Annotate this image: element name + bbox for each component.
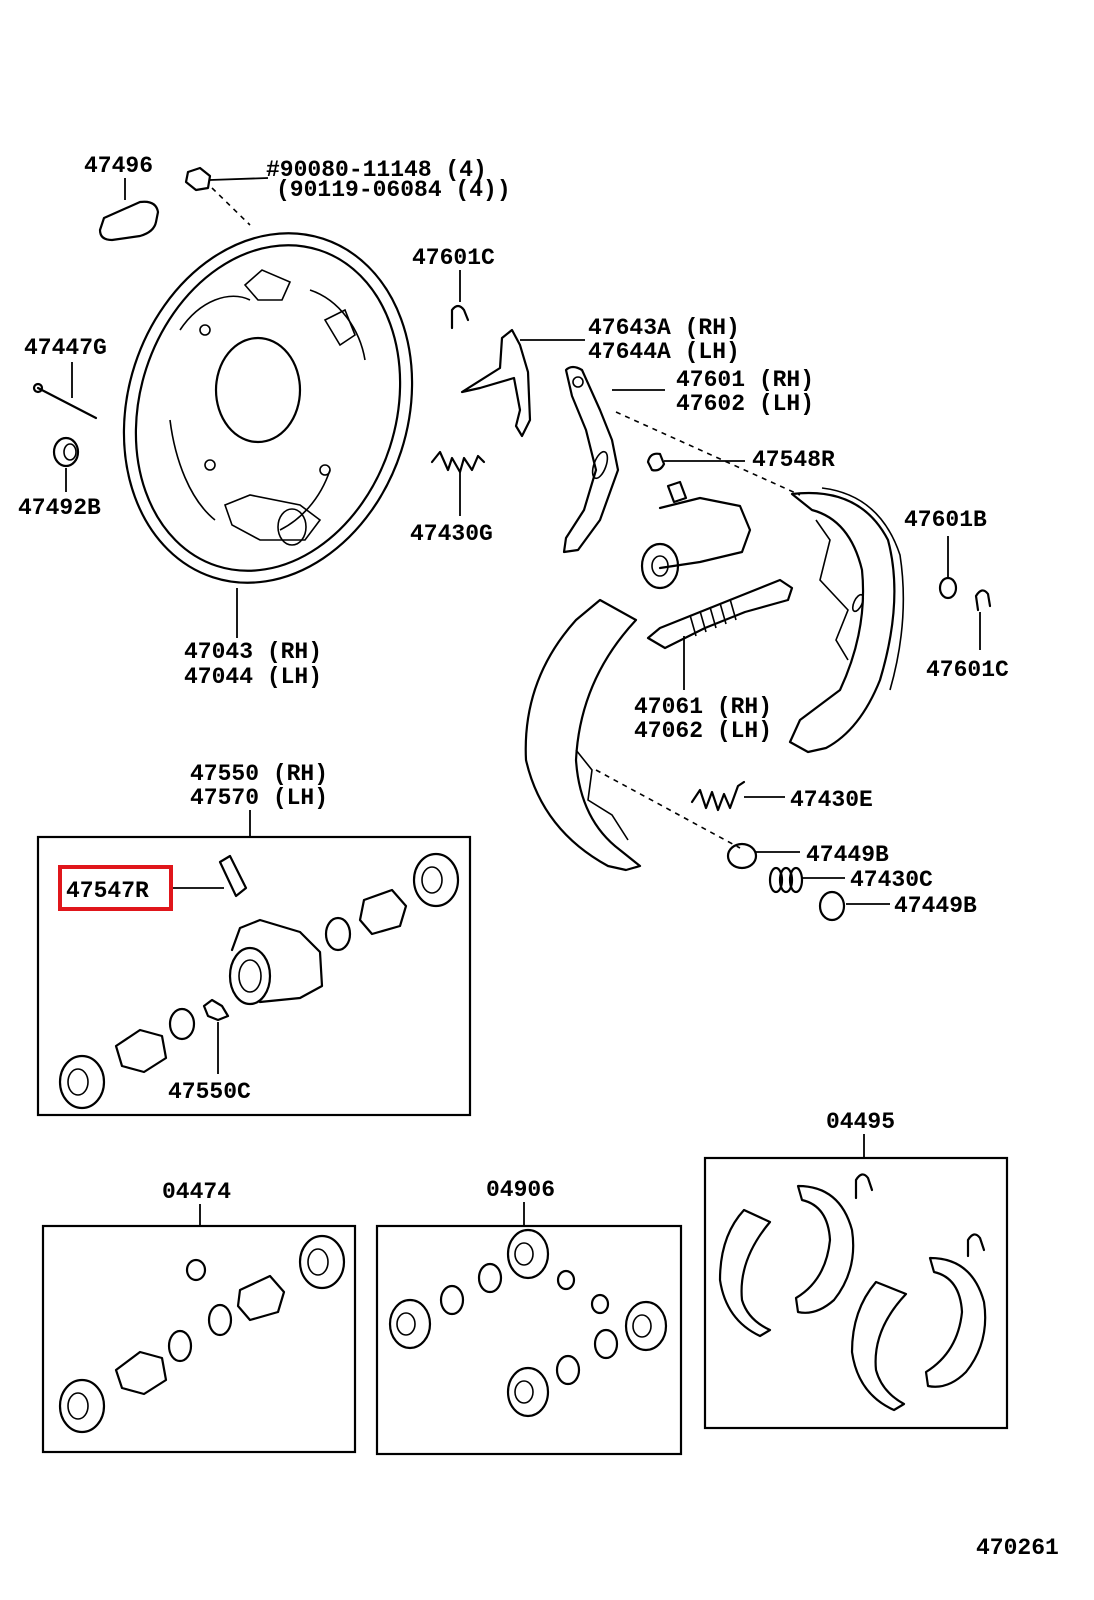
wheel-cylinder-parts	[58, 852, 460, 1110]
label-47547r[interactable]: 47547R	[66, 878, 149, 904]
label-47643a: 47643A (RH)	[588, 315, 740, 341]
label-47062: 47062 (LH)	[634, 718, 772, 744]
ring	[938, 536, 958, 600]
kit-04474-box	[41, 1224, 357, 1454]
brake-shoe-left	[524, 598, 741, 872]
label-47492b: 47492B	[18, 495, 101, 521]
label-47601b: 47601B	[904, 507, 987, 533]
label-47602: 47602 (LH)	[676, 391, 814, 417]
kit-04474-parts	[58, 1234, 346, 1434]
label-47548r: 47548R	[752, 447, 835, 473]
kit-04906-box	[375, 1224, 683, 1456]
label-47601c-right: 47601C	[926, 657, 1009, 683]
label-04906: 04906	[486, 1177, 555, 1203]
retainer-cup-b	[818, 890, 890, 922]
brake-shoe-right	[788, 487, 905, 754]
plug	[52, 436, 80, 492]
label-47044: 47044 (LH)	[184, 664, 322, 690]
label-47550c: 47550C	[168, 1079, 251, 1105]
backing-plate	[122, 232, 414, 584]
hold-down-spring	[768, 866, 845, 894]
highlight-box[interactable]	[58, 865, 173, 911]
kit-04495-parts	[718, 1173, 987, 1412]
label-47449b-a: 47449B	[806, 842, 889, 868]
label-47550: 47550 (RH)	[190, 761, 328, 787]
parking-brake-lever	[562, 365, 801, 554]
kit-04495-box	[703, 1156, 1009, 1430]
return-spring-e	[690, 780, 785, 812]
wheel-cylinder-top	[640, 480, 752, 590]
adjuster-assembly	[646, 578, 794, 690]
label-47061: 47061 (RH)	[634, 694, 772, 720]
c-washer	[646, 452, 745, 472]
label-04495: 04495	[826, 1109, 895, 1135]
label-47496: 47496	[84, 153, 153, 179]
label-90080: #90080-11148 (4)	[266, 157, 487, 183]
label-47447g: 47447G	[24, 335, 107, 361]
label-47430e: 47430E	[790, 787, 873, 813]
labels: 47496 #90080-11148 (4) (90119-06084 (4))…	[18, 153, 1059, 1561]
label-04474: 04474	[162, 1179, 231, 1205]
wheel-cylinder-box	[36, 835, 472, 1117]
clip-top	[450, 270, 470, 330]
label-47043: 47043 (RH)	[184, 639, 322, 665]
return-spring-g	[430, 450, 486, 516]
label-47570: 47570 (LH)	[190, 785, 328, 811]
label-47449b-b: 47449B	[894, 893, 977, 919]
label-47644a: 47644A (LH)	[588, 339, 740, 365]
adjusting-lever	[460, 328, 585, 438]
clip-right	[974, 589, 992, 650]
label-47601c-top: 47601C	[412, 245, 495, 271]
label-47430g: 47430G	[410, 521, 493, 547]
retainer-cup-a	[726, 842, 800, 870]
hole-plug	[98, 178, 160, 242]
label-47430c: 47430C	[850, 867, 933, 893]
hub-bolt	[184, 166, 269, 226]
label-90119: (90119-06084 (4))	[276, 177, 511, 203]
shoe-hold-down-pin	[32, 362, 98, 420]
label-47601: 47601 (RH)	[676, 367, 814, 393]
kit-04906-parts	[388, 1228, 668, 1418]
label-diagram-number: 470261	[976, 1535, 1059, 1561]
